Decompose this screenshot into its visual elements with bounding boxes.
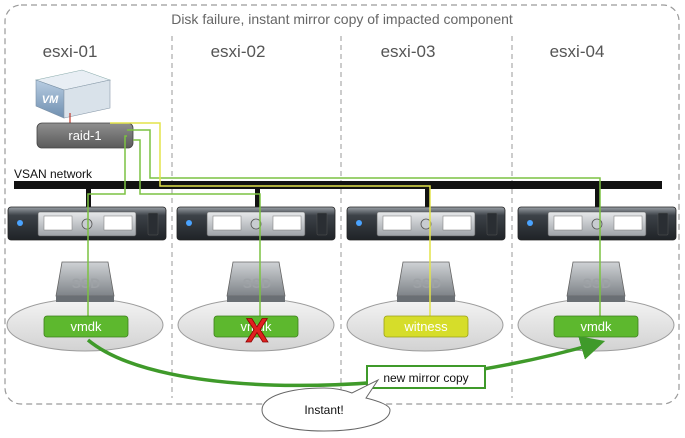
raid-label: raid-1 [68, 128, 101, 143]
network-label: VSAN network [14, 167, 93, 181]
mirror-path-failed [133, 139, 261, 316]
ssd-label: SSD [583, 275, 612, 291]
network-drop [255, 189, 260, 209]
component-label: vmdk [240, 319, 272, 334]
network-drop [425, 189, 430, 209]
ssd-label: SSD [72, 275, 101, 291]
bubble-label: Instant! [304, 403, 343, 417]
instant-speech-bubble [261, 378, 391, 432]
network-drop [595, 189, 600, 209]
host-name-esxi-03: esxi-03 [381, 42, 436, 61]
component-label: witness [403, 319, 448, 334]
server-esxi-04 [517, 206, 677, 241]
host-name-esxi-04: esxi-04 [550, 42, 605, 61]
vm-label: VM [42, 94, 59, 106]
ssd-label: SSD [243, 275, 272, 291]
server-esxi-01 [7, 206, 167, 241]
ssd-icon: SSD [226, 261, 286, 302]
mirror-path-primary [87, 135, 127, 316]
mirror-path-new [127, 129, 601, 316]
ssd-label: SSD [413, 275, 442, 291]
callout-label: new mirror copy [383, 371, 468, 385]
witness-path [110, 122, 431, 316]
diagram-title: Disk failure, instant mirror copy of imp… [171, 11, 513, 27]
ssd-icon: SSD [55, 261, 115, 302]
failure-mark-icon: X [246, 312, 269, 350]
server-esxi-02 [176, 206, 336, 241]
server-esxi-03 [346, 206, 506, 241]
outer-frame [4, 4, 680, 405]
vm-icon: VM [34, 69, 112, 119]
component-label: vmdk [580, 319, 612, 334]
component-vmdk-esxi-01 [43, 315, 129, 338]
mirror-copy-arrow [86, 335, 606, 388]
host-name-esxi-01: esxi-01 [43, 42, 98, 61]
raid-box [36, 122, 134, 149]
vsan-network-bar [14, 181, 662, 189]
ssd-icon: SSD [396, 261, 456, 302]
new-mirror-copy-callout [366, 365, 486, 389]
component-witness-esxi-03 [383, 315, 469, 338]
component-label: vmdk [70, 319, 102, 334]
component-vmdk-esxi-02 [213, 315, 299, 338]
ssd-icon: SSD [566, 261, 626, 302]
host-name-esxi-02: esxi-02 [211, 42, 266, 61]
